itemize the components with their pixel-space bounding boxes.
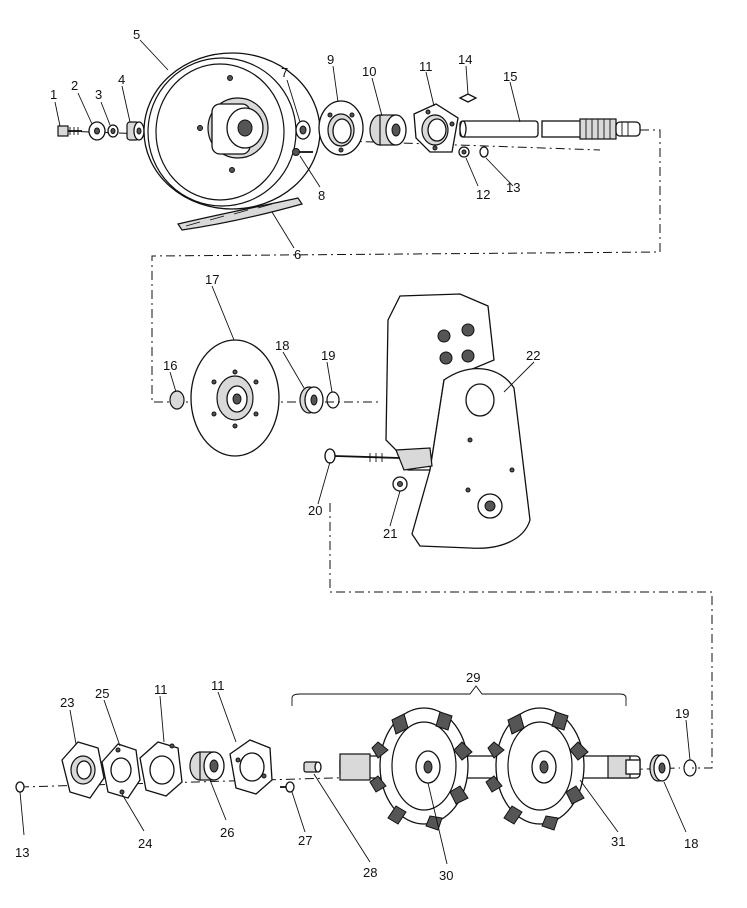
part-14-key [458,93,478,103]
label-27: 27 [298,833,312,848]
part-27-screw [280,781,295,793]
label-8: 8 [318,188,325,203]
label-12: 12 [476,187,490,202]
part-26-bearing [189,751,225,781]
label-3: 3 [95,87,102,102]
label-23: 23 [60,695,74,710]
bracket-29 [291,685,627,706]
part-4-bushing [126,121,145,141]
label-9: 9 [327,52,334,67]
label-15: 15 [503,69,517,84]
label-13-bottom: 13 [15,845,29,860]
part-1-bolt [57,125,82,137]
part-5-pulley [143,52,321,210]
label-31: 31 [611,834,625,849]
part-18-bearing-mid [299,386,324,414]
part-19-snapring-bottom [683,759,697,777]
label-24: 24 [138,836,152,851]
part-11-flange-bottom-b [229,739,273,795]
part-6-belt [177,197,303,231]
label-6: 6 [294,247,301,262]
leader-lines [19,39,691,865]
label-28: 28 [363,865,377,880]
part-15-shaft [459,118,641,140]
part-13-washer-top [479,146,489,158]
label-7: 7 [281,65,288,80]
label-19-mid: 19 [321,348,335,363]
label-13-top: 13 [506,180,520,195]
label-22: 22 [526,348,540,363]
part-23-flange [61,741,105,799]
part-11-flange-plate [413,103,459,153]
label-14: 14 [458,52,472,67]
label-18-mid: 18 [275,338,289,353]
label-4: 4 [118,72,125,87]
part-11-flange-bottom-a [139,741,183,797]
part-31-sprocket [485,707,589,831]
part-21-nut [392,476,408,492]
part-3-lockwasher [107,124,119,138]
label-16: 16 [163,358,177,373]
label-26: 26 [220,825,234,840]
label-11-bottom-b: 11 [211,678,225,693]
label-25: 25 [95,686,109,701]
label-29: 29 [466,670,480,685]
label-18-bottom: 18 [684,836,698,851]
assembly-lines [19,129,713,788]
part-16-spacer [169,390,185,410]
part-10-bearing [369,114,407,146]
part-17-sprocket [190,339,280,457]
label-20: 20 [308,503,322,518]
label-11-bottom-a: 11 [154,682,168,697]
part-8-screw [292,148,313,156]
label-5: 5 [133,27,140,42]
part-19-snapring-mid [326,391,340,409]
part-13-washer-bottom [15,781,25,793]
part-20-bolt [324,448,401,464]
part-12-nut [458,146,470,158]
part-2-washer [88,121,106,141]
label-21: 21 [383,526,397,541]
label-11-top: 11 [419,59,433,74]
label-17: 17 [205,272,219,287]
part-18-bearing-bottom [649,754,671,782]
part-24-plate [101,743,141,799]
label-19-bottom: 19 [675,706,689,721]
label-30: 30 [439,868,453,883]
part-7-washer [295,120,311,140]
part-30-sprocket [369,707,473,831]
part-28-fitting [303,761,322,773]
part-22-chaincase [385,293,531,549]
part-numbers: 1 2 3 4 5 6 7 8 9 10 11 12 13 14 15 16 1… [15,27,698,883]
label-1: 1 [50,87,57,102]
part-9-flange [318,100,364,156]
label-10: 10 [362,64,376,79]
label-2: 2 [71,78,78,93]
